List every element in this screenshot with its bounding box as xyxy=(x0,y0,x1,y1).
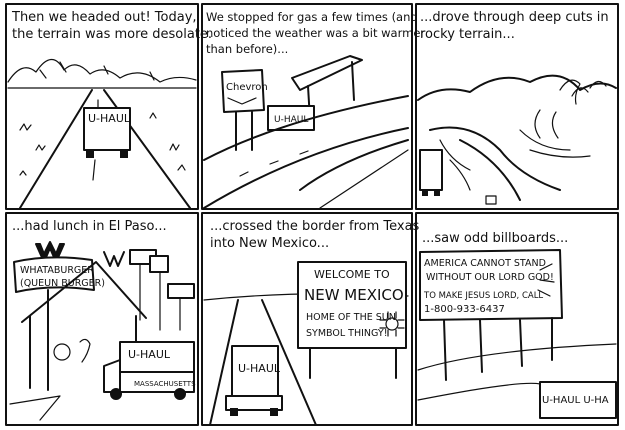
panel-5: ...crossed the border from Texas into Ne… xyxy=(201,212,420,426)
panel-6-truck: U-HAUL U-HA xyxy=(539,381,617,419)
panel-2-sign-label: Chevron xyxy=(226,82,268,93)
panel-4-whataburger-sign: WHATABURGER (QUEUN BURGER) xyxy=(13,256,105,391)
panel-1-truck-label: U-HAUL xyxy=(88,112,131,125)
panel-1-caption-line-1: Then we headed out! Today, xyxy=(11,10,197,25)
panel-4-truck-label: U-HAUL xyxy=(128,348,171,361)
panel-5-caption-line-2: into New Mexico... xyxy=(210,236,329,251)
panel-2-road xyxy=(203,95,409,209)
panel-4-caption: ...had lunch in El Paso... xyxy=(12,219,167,234)
panel-1-mountains xyxy=(7,58,197,83)
panel-3: ...drove through deep cuts in rocky terr… xyxy=(415,3,619,210)
panel-2-caption-line-3: than before)... xyxy=(206,42,288,56)
panel-6-truck-label: U-HAUL U-HA xyxy=(542,395,609,406)
panel-3-caption-line-2: rocky terrain... xyxy=(420,27,515,42)
panel-5-welcome-sign: WELCOME TO NEW MEXICO HOME OF THE SUN SY… xyxy=(297,261,407,379)
panel-6-sign-line-1: AMERICA CANNOT STAND xyxy=(424,258,546,269)
panel-6: ...saw odd billboards... AMERICA CANNOT … xyxy=(415,212,619,426)
panel-5-sign-line-3: HOME OF THE SUN xyxy=(306,312,396,323)
panel-4-truck-side: MASSACHUSETTS xyxy=(134,380,196,388)
panel-2-caption-line-1: We stopped for gas a few times (and xyxy=(206,10,418,24)
panel-3-caption-line-1: ...drove through deep cuts in xyxy=(420,10,609,25)
panel-2-caption-line-2: noticed the weather was a bit warmer xyxy=(206,26,425,40)
panel-2-truck-label: U-HAUL xyxy=(274,115,308,125)
panel-4-truck: U-HAUL MASSACHUSETTS xyxy=(103,341,196,400)
panel-5-truck-label: U-HAUL xyxy=(238,362,281,375)
zia-sun-icon xyxy=(379,311,405,337)
panel-6-caption: ...saw odd billboards... xyxy=(422,231,568,246)
panel-5-sign-line-1: WELCOME TO xyxy=(314,268,390,281)
panel-5-sign-line-4: SYMBOL THINGY! xyxy=(306,328,388,339)
panel-4: ...had lunch in El Paso... WHATABURGER (… xyxy=(5,212,199,426)
panel-3-truck xyxy=(419,149,443,196)
panel-6-sign-line-2: WITHOUT OUR LORD GOD! xyxy=(426,272,554,283)
panel-3-rocks xyxy=(417,74,617,101)
panel-5-caption-line-1: ...crossed the border from Texas xyxy=(210,219,420,234)
panel-2-chevron-sign: Chevron xyxy=(221,69,268,151)
panel-6-sign-line-3: TO MAKE JESUS LORD, CALL xyxy=(423,291,543,301)
panel-5-truck: U-HAUL xyxy=(225,345,283,416)
panel-5-road xyxy=(209,299,317,426)
panel-6-billboard: AMERICA CANNOT STAND WITHOUT OUR LORD GO… xyxy=(419,249,563,381)
panel-1-caption-line-2: the terrain was more desolate. xyxy=(12,27,212,42)
panel-4-sign-line-1: WHATABURGER xyxy=(20,265,94,276)
panel-1: Then we headed out! Today, the terrain w… xyxy=(5,3,212,210)
panel-4-sign-line-2: (QUEUN BURGER) xyxy=(20,278,105,289)
panel-6-sign-line-4: 1-800-933-6437 xyxy=(424,304,505,315)
panel-2: We stopped for gas a few times (and noti… xyxy=(201,3,425,210)
panel-2-gas-canopy xyxy=(291,55,363,91)
panel-1-truck: U-HAUL xyxy=(83,107,131,158)
panel-5-sign-line-2: NEW MEXICO xyxy=(304,286,404,304)
